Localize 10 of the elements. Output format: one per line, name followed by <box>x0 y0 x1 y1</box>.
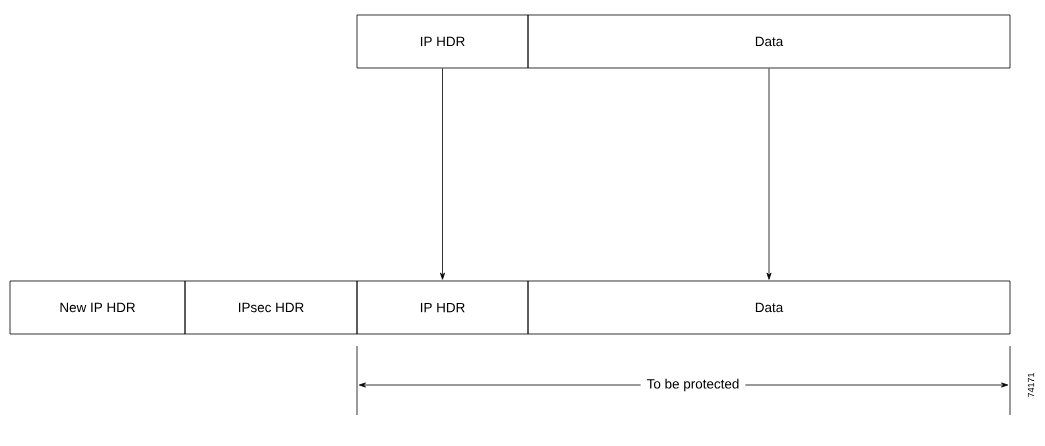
arrow <box>766 68 772 280</box>
field-box: Data <box>527 14 1011 69</box>
arrow <box>440 68 445 280</box>
field-box: New IP HDR <box>9 280 186 335</box>
figure-number: 74171 <box>1027 373 1035 397</box>
field-box: IPsec HDR <box>184 280 358 335</box>
field-box: IP HDR <box>356 14 529 69</box>
dimension-label: To be protected <box>640 375 746 395</box>
field-box: IP HDR <box>356 280 529 335</box>
field-box: Data <box>527 280 1011 335</box>
